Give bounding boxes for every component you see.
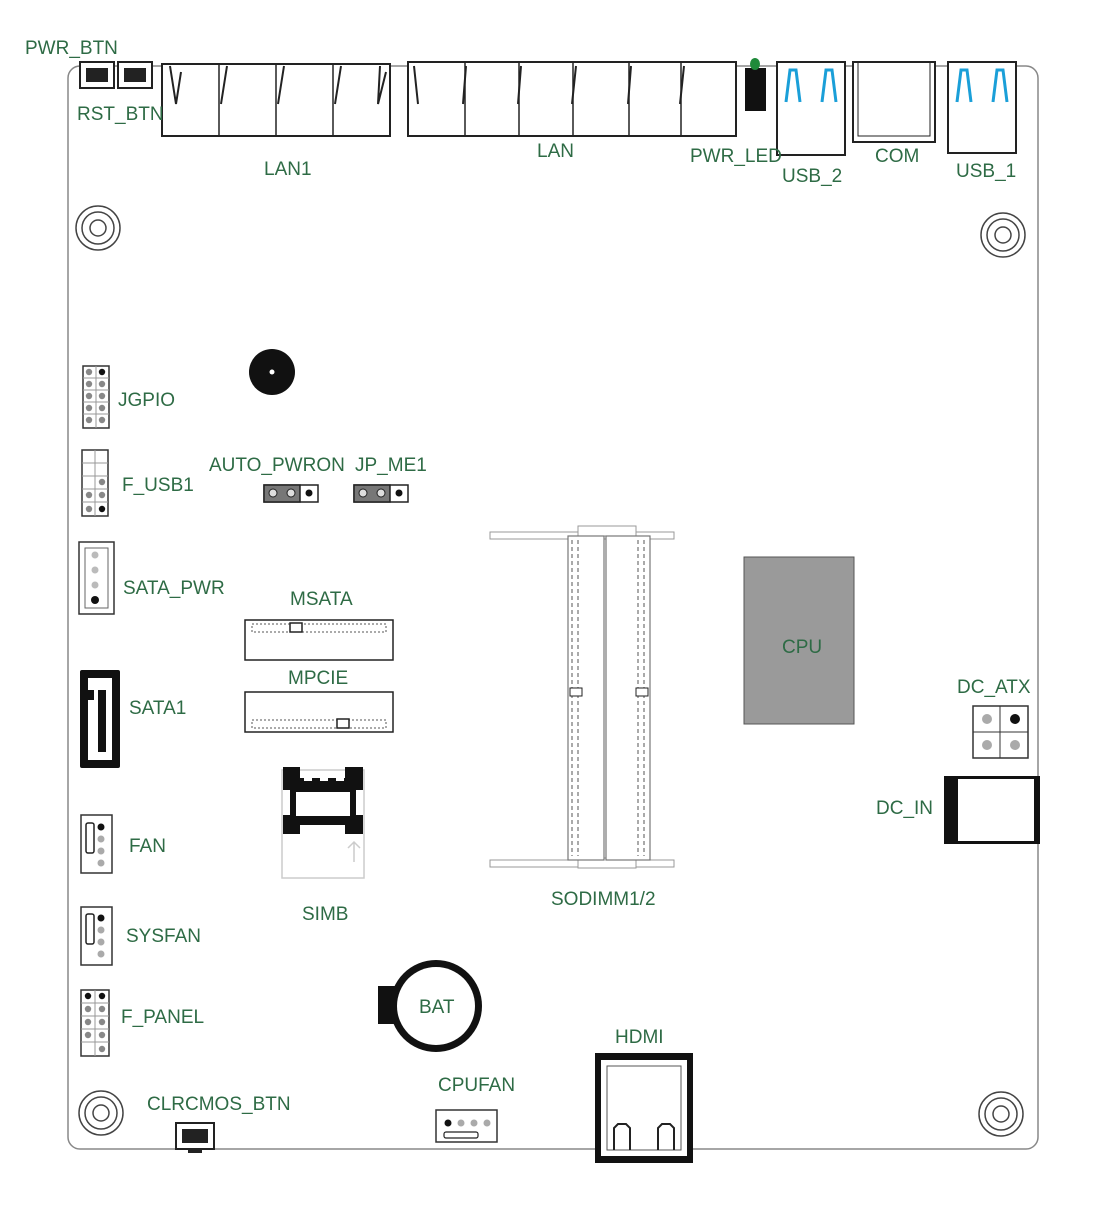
simb-label: SIMB — [302, 904, 348, 925]
bat-label: BAT — [419, 997, 455, 1018]
dc-in-connector — [944, 776, 1040, 844]
com-label: COM — [875, 146, 919, 167]
cpu-chip — [743, 556, 855, 725]
pwr-btn-label: PWR_BTN — [25, 38, 118, 59]
mounting-hole-top-left — [75, 205, 121, 251]
sodimm-label: SODIMM1/2 — [551, 889, 656, 910]
clrcmos-btn-label: CLRCMOS_BTN — [147, 1094, 291, 1115]
sodimm-slots — [489, 525, 675, 869]
fan-label: FAN — [129, 836, 166, 857]
usb1-label: USB_1 — [956, 161, 1016, 182]
mounting-hole-bottom-left — [78, 1090, 124, 1136]
clrcmos-button — [175, 1122, 215, 1153]
usb1-connector — [947, 61, 1017, 154]
mounting-hole-bottom-right — [978, 1091, 1024, 1137]
battery-holder — [378, 960, 482, 1052]
hdmi-connector — [595, 1053, 693, 1163]
pwr-button — [79, 61, 115, 89]
cpu-label: CPU — [782, 637, 822, 658]
sata1-connector — [80, 670, 120, 768]
jgpio-label: JGPIO — [118, 390, 175, 411]
cpufan-label: CPUFAN — [438, 1075, 515, 1096]
mpcie-slot — [244, 691, 394, 733]
f-usb1-label: F_USB1 — [122, 475, 194, 496]
auto-pwron-jumper — [263, 484, 319, 503]
f-usb1-header — [81, 449, 109, 517]
pwr-led-label: PWR_LED — [690, 146, 782, 167]
sata1-label: SATA1 — [129, 698, 186, 719]
fan-header — [80, 814, 113, 874]
sata-pwr-connector — [78, 541, 115, 615]
com-connector — [852, 61, 936, 143]
msata-label: MSATA — [290, 589, 353, 610]
lan-connector — [407, 61, 737, 137]
f-panel-header — [80, 989, 110, 1057]
lan1-connector — [161, 63, 391, 137]
dc-atx-label: DC_ATX — [957, 677, 1031, 698]
f-panel-label: F_PANEL — [121, 1007, 204, 1028]
jgpio-header — [82, 365, 110, 429]
lan-label: LAN — [537, 141, 574, 162]
jp-me1-jumper — [353, 484, 409, 503]
usb2-connector — [776, 61, 846, 156]
dc-in-label: DC_IN — [876, 798, 933, 819]
jp-me1-label: JP_ME1 — [355, 455, 427, 476]
rst-btn-label: RST_BTN — [77, 104, 164, 125]
mounting-hole-top-right — [980, 212, 1026, 258]
buzzer — [249, 349, 295, 395]
simb-holder — [281, 767, 365, 879]
lan1-label: LAN1 — [264, 159, 312, 180]
auto-pwron-label: AUTO_PWRON — [209, 455, 345, 476]
cpufan-header — [435, 1109, 498, 1143]
sysfan-label: SYSFAN — [126, 926, 201, 947]
rst-button — [117, 61, 153, 89]
dc-atx-connector — [972, 705, 1029, 759]
board-outline — [67, 65, 1039, 1150]
sysfan-header — [80, 906, 113, 966]
msata-slot — [244, 619, 394, 661]
mpcie-label: MPCIE — [288, 668, 348, 689]
usb2-label: USB_2 — [782, 166, 842, 187]
hdmi-label: HDMI — [615, 1027, 664, 1048]
pwr-led — [745, 58, 766, 111]
sata-pwr-label: SATA_PWR — [123, 578, 225, 599]
